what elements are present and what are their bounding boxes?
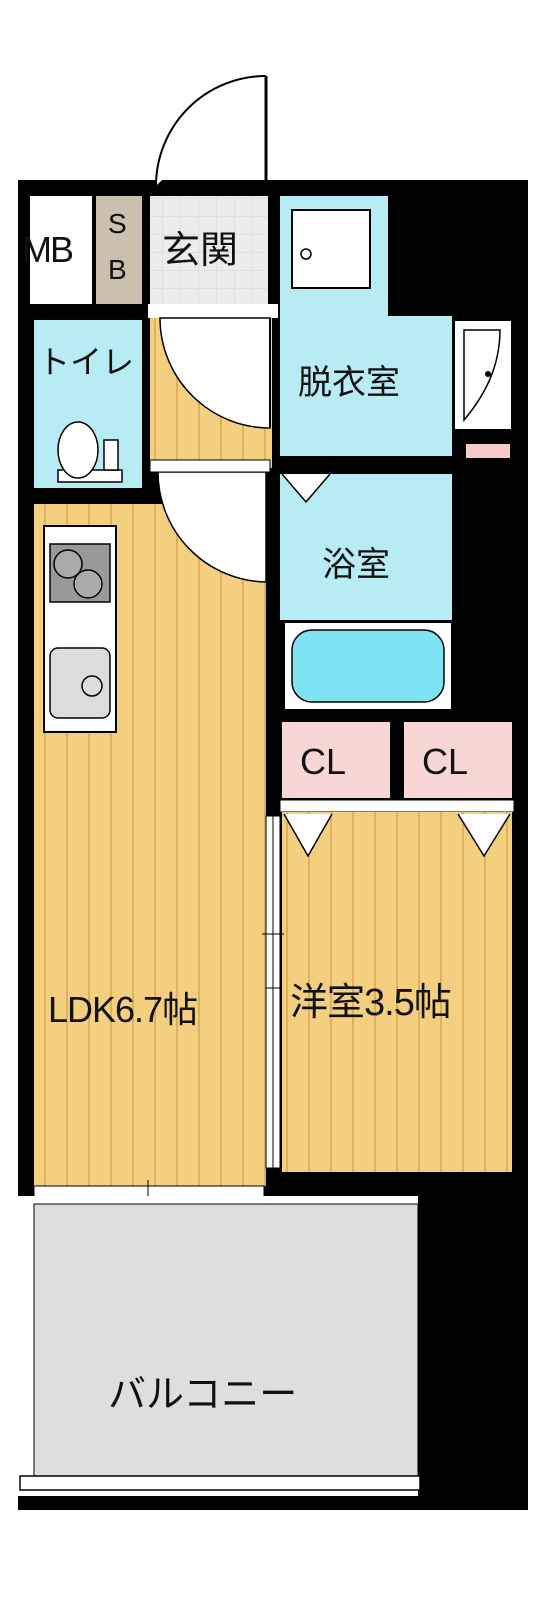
- western-room-floor: [282, 812, 512, 1172]
- closet-left-label: CL: [300, 741, 347, 782]
- washing-drain: [300, 248, 312, 260]
- stove-burner-2: [73, 569, 103, 599]
- washbasin-sink: [463, 329, 501, 423]
- ldk-door-swing: [157, 471, 267, 583]
- ldk-corridor-top: [149, 459, 271, 473]
- closet-right-label: CL: [422, 741, 469, 782]
- washbasin-drain: [485, 371, 491, 377]
- closet-right: [404, 722, 512, 798]
- hall-door-swing-upper: [159, 317, 271, 429]
- toilet-label: トイレ: [38, 344, 135, 380]
- bathroom-door-mark: [281, 473, 331, 504]
- mb-room: [30, 196, 92, 304]
- toilet-bowl: [57, 421, 99, 479]
- western-label: 洋室3.5帖: [290, 982, 452, 1024]
- right-wall-lower: [438, 1172, 528, 1196]
- toilet-panel: [103, 439, 119, 471]
- ldk-floor-lower: [34, 990, 266, 1186]
- mirror: [466, 444, 510, 458]
- entrance-door-swing: [155, 75, 267, 187]
- entrance-label: 玄関: [162, 230, 239, 272]
- bathtub-basin: [291, 629, 445, 703]
- closet-door-strip: [279, 799, 515, 813]
- balcony-floor: [33, 1203, 419, 1477]
- stove-burner-1: [53, 549, 83, 579]
- closet-left: [282, 722, 390, 798]
- mb-label: MB: [22, 229, 74, 270]
- western-lower-left: [282, 990, 388, 1172]
- entrance-step: [148, 304, 278, 318]
- dressing-room-lower: [280, 316, 452, 456]
- closet-door-mark-right: [457, 813, 511, 858]
- balcony-label: バルコニー: [108, 1374, 298, 1416]
- balcony-rail: [19, 1475, 421, 1491]
- entrance-floor: [150, 196, 268, 304]
- sb-label-bottom: B: [108, 254, 127, 285]
- ldk-label: LDK6.7帖: [48, 989, 198, 1030]
- balcony-end-wall: [418, 1196, 438, 1496]
- kitchen-sink-drain: [81, 675, 103, 697]
- sb-label-top: S: [108, 208, 127, 239]
- kitchen-sink: [49, 647, 111, 719]
- sb-room: [96, 196, 142, 304]
- dressing-label: 脱衣室: [298, 364, 400, 402]
- bathroom-label: 浴室: [322, 546, 390, 584]
- closet-door-mark-left: [283, 813, 333, 858]
